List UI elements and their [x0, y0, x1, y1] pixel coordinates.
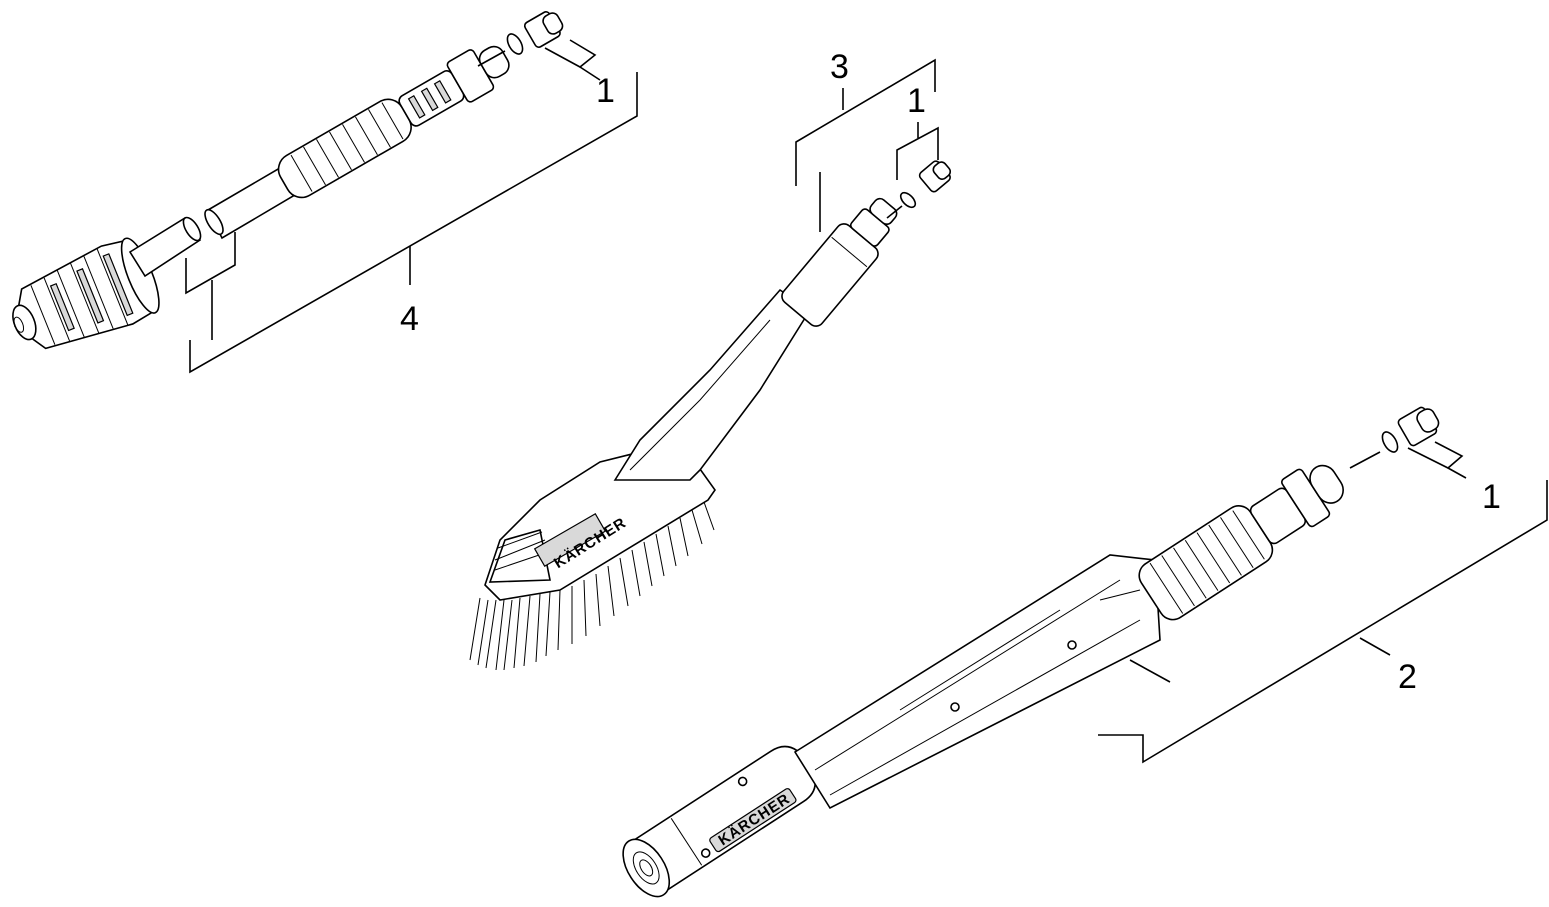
brush-handle-connector — [781, 197, 898, 327]
callout-label-2: 2 — [1398, 658, 1417, 696]
rotary-nozzle-lance — [12, 11, 564, 350]
lance-nozzle-cap: KÄRCHER — [622, 745, 816, 898]
callout-label-1-middle: 1 — [907, 82, 926, 120]
callout-label-3: 3 — [830, 48, 849, 86]
callout-label-4: 4 — [400, 300, 419, 338]
spray-lance: KÄRCHER — [622, 406, 1440, 898]
lance-grip — [277, 45, 510, 199]
callout-label-1-top: 1 — [596, 72, 615, 110]
coupling-nut-top — [523, 11, 564, 48]
lance-rear-grip — [1138, 464, 1344, 621]
coupling-nut-middle — [918, 160, 952, 193]
rotary-nozzle-head — [12, 237, 160, 350]
callout-label-1-right: 1 — [1482, 478, 1501, 516]
brush-bristles — [469, 501, 715, 671]
wash-brush: KÄRCHER — [469, 160, 952, 671]
coupling-nut-right — [1397, 406, 1440, 447]
